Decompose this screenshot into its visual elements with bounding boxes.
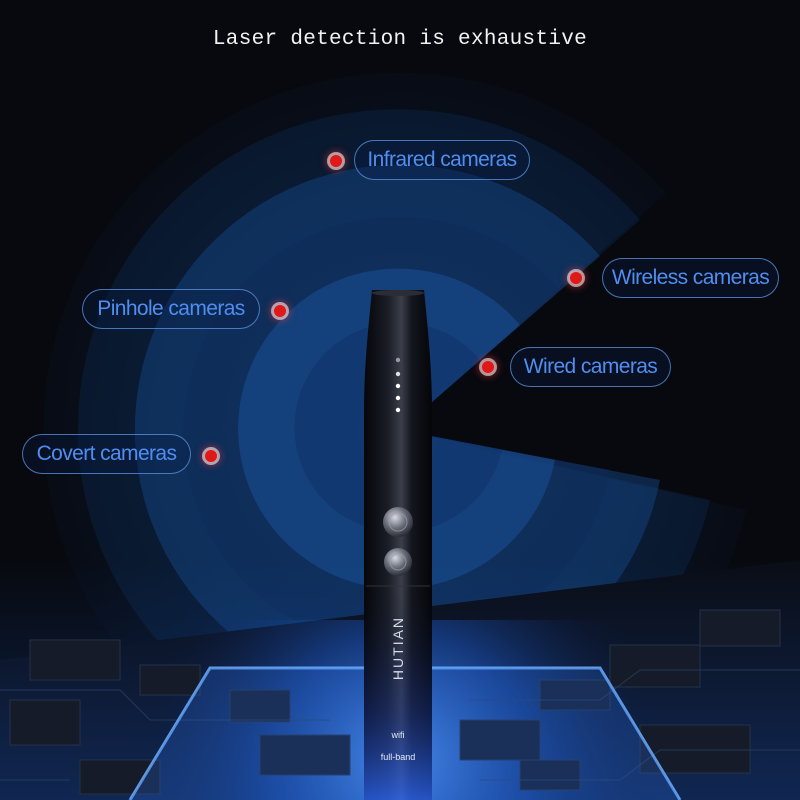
wifi-label: wifi [391, 730, 405, 740]
marker-covert [205, 450, 217, 462]
label-pinhole-cameras: Pinhole cameras [82, 289, 260, 329]
device-brand-text: HUTIAN [390, 615, 406, 681]
mode-button [384, 548, 412, 576]
detector-pen-device: HUTIAN [362, 290, 434, 800]
label-wired-cameras: Wired cameras [510, 347, 671, 387]
power-button [383, 507, 413, 537]
headline: Laser detection is exhaustive [212, 28, 588, 51]
marker-pinhole [274, 305, 286, 317]
label-infrared-cameras: Infrared cameras [354, 140, 530, 180]
marker-infrared [330, 155, 342, 167]
detector-pen-body [364, 290, 432, 800]
marker-wired [482, 361, 494, 373]
label-wireless-cameras: Wireless cameras [602, 258, 779, 298]
full-band-label: full-band [380, 752, 416, 762]
marker-wireless [570, 272, 582, 284]
label-covert-cameras: Covert cameras [22, 434, 191, 474]
